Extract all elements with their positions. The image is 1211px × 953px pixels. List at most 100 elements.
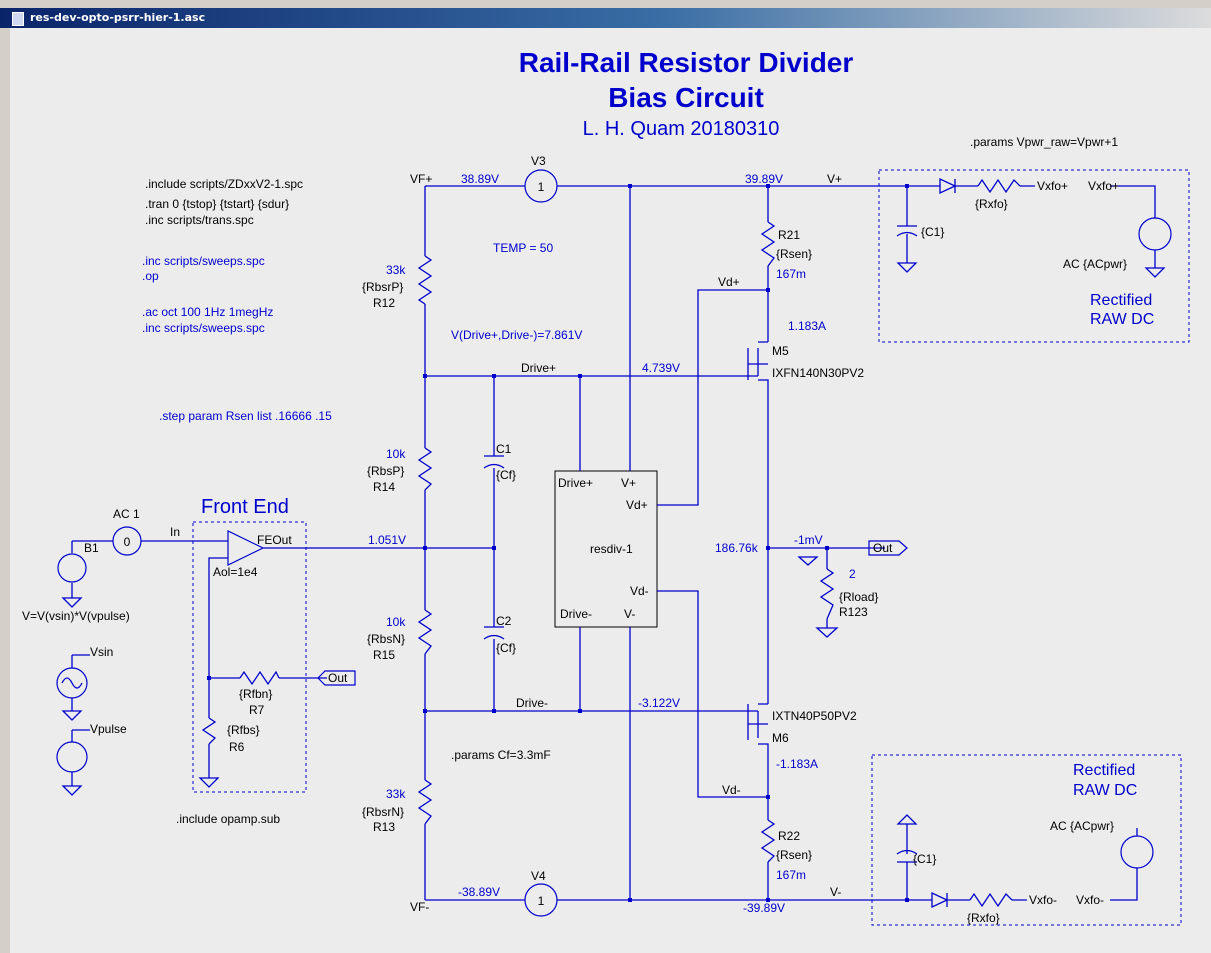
rect-top-diode[interactable] <box>939 177 957 195</box>
rect-top-cap[interactable] <box>896 186 918 263</box>
junction-dots <box>207 184 909 902</box>
r7-resistor[interactable] <box>239 670 280 686</box>
net-in: In <box>170 525 180 539</box>
net-drive-plus: Drive+ <box>521 361 556 375</box>
c1-name: C1 <box>496 442 512 456</box>
pin-vd-minus: Vd- <box>630 584 649 598</box>
r21-param: {Rsen} <box>776 247 812 261</box>
r21-value: 167m <box>776 267 806 281</box>
v4-label: V4 <box>531 869 546 883</box>
rect-bot-diode[interactable] <box>931 891 949 909</box>
r14-value: 10k <box>386 447 406 461</box>
rect-top-wires <box>907 185 1156 268</box>
r6-name: R6 <box>229 740 245 754</box>
r12-value: 33k <box>386 263 406 277</box>
voltage-fe: 1.051V <box>368 533 406 547</box>
m5-name: M5 <box>772 344 789 358</box>
rect-top-ac-source[interactable] <box>1138 217 1172 251</box>
rect-top-box <box>878 169 1190 343</box>
directive-params-pwr[interactable]: .params Vpwr_raw=Vpwr+1 <box>970 135 1118 149</box>
c1-param: {Cf} <box>496 468 516 482</box>
schematic-drawing: .w { stroke:#0000cc; stroke-width:1.3; f… <box>22 47 1190 926</box>
v3-source-symbol[interactable] <box>524 169 558 203</box>
directive-ac[interactable]: .ac oct 100 1Hz 1megHz <box>142 305 273 319</box>
net-vxfo-plus-2: Vxfo+ <box>1088 179 1119 193</box>
front-end-wires <box>141 540 327 778</box>
rect-top-cap-ground-icon <box>896 262 918 273</box>
mid-resistance: 186.76k <box>715 541 759 555</box>
c2-name: C2 <box>496 614 512 628</box>
vpulse-wires <box>71 729 90 786</box>
rect-top-rxfo: {Rxfo} <box>975 197 1008 211</box>
fb-out-port-flag[interactable] <box>317 670 356 686</box>
c2-capacitor[interactable] <box>483 626 505 640</box>
v4-source-symbol[interactable] <box>524 883 558 917</box>
rect-bot-rxfo: {Rxfo} <box>967 911 1000 925</box>
vsin-label: Vsin <box>90 645 113 659</box>
r7-param: {Rfbn} <box>239 687 272 701</box>
directive-inc-trans[interactable]: .inc scripts/trans.spc <box>145 213 254 227</box>
b1-label: B1 <box>84 541 99 555</box>
rect-top-ground-icon <box>1144 267 1166 278</box>
vd-plus-wire <box>657 289 768 506</box>
directive-inc-sweeps-2[interactable]: .inc scripts/sweeps.spc <box>142 321 265 335</box>
directive-tran[interactable]: .tran 0 {tstop} {tstart} {sdur} <box>145 197 289 211</box>
m6-current: -1.183A <box>776 757 818 771</box>
directive-temp[interactable]: TEMP = 50 <box>493 241 553 255</box>
directive-inc-sweeps-1[interactable]: .inc scripts/sweeps.spc <box>142 254 265 268</box>
directive-params-cf[interactable]: .params Cf=3.3mF <box>451 748 551 762</box>
rload-ground-icon <box>815 627 839 638</box>
rect-top-rxfo-resistor[interactable] <box>977 178 1021 194</box>
directive-op[interactable]: .op <box>142 269 159 283</box>
r12-resistor[interactable] <box>417 255 433 305</box>
vsin-ground-icon <box>61 710 83 721</box>
schematic-canvas[interactable]: .w { stroke:#0000cc; stroke-width:1.3; f… <box>10 28 1211 953</box>
m5-mosfet[interactable] <box>747 328 769 394</box>
net-vxfo-minus-2: Vxfo- <box>1076 893 1104 907</box>
voltage-drive-plus: 4.739V <box>642 361 680 375</box>
r13-resistor[interactable] <box>417 779 433 825</box>
r22-resistor[interactable] <box>760 819 776 863</box>
vpulse-ground-icon <box>61 785 83 796</box>
include-opamp[interactable]: .include opamp.sub <box>176 812 280 826</box>
r123-name: R123 <box>839 605 868 619</box>
r14-name: R14 <box>373 480 395 494</box>
drive-wires <box>425 375 758 712</box>
r123-param: {Rload} <box>839 590 878 604</box>
b1-wires <box>71 540 113 598</box>
rect-bot-rxfo-resistor[interactable] <box>969 892 1013 908</box>
out-port-flag[interactable] <box>868 540 908 556</box>
r21-resistor[interactable] <box>760 221 776 267</box>
sine-wave-icon <box>61 677 83 689</box>
resdiv-block[interactable] <box>554 470 658 628</box>
net-vd-minus: Vd- <box>722 783 741 797</box>
resdiv-name: resdiv-1 <box>590 542 633 556</box>
net-vd-plus: Vd+ <box>718 275 740 289</box>
directive-include-zdxx[interactable]: .include scripts/ZDxxV2-1.spc <box>145 177 303 191</box>
b1-source-symbol[interactable] <box>57 553 87 583</box>
r15-resistor[interactable] <box>417 609 433 655</box>
voltage-vf-minus: -38.89V <box>458 885 500 899</box>
vpulse-source-symbol[interactable] <box>56 741 88 773</box>
c1-capacitor[interactable] <box>483 455 505 469</box>
document-title-bar[interactable]: res-dev-opto-psrr-hier-1.asc <box>0 8 1211 28</box>
rect-top-c1: {C1} <box>921 225 944 239</box>
r14-resistor[interactable] <box>417 447 433 491</box>
opamp-symbol[interactable] <box>227 530 265 566</box>
rect-bot-cap[interactable] <box>896 814 918 900</box>
rect-bot-ac-source[interactable] <box>1120 835 1154 869</box>
m6-mosfet[interactable] <box>747 703 769 753</box>
resdiv-pin-wires <box>579 186 631 900</box>
pin-drive-minus: Drive- <box>560 607 592 621</box>
pin-drive-plus: Drive+ <box>558 476 593 490</box>
r123-resistor[interactable] <box>819 568 835 620</box>
rect-bot-c1: {C1} <box>913 852 936 866</box>
schematic-doc-icon <box>12 12 24 26</box>
b1-ground-icon <box>61 597 83 608</box>
rect-top-line1: Rectified <box>1090 292 1152 309</box>
net-vxfo-minus-1: Vxfo- <box>1029 893 1057 907</box>
rect-bot-box <box>871 754 1182 926</box>
r22-value: 167m <box>776 868 806 882</box>
directive-step[interactable]: .step param Rsen list .16666 .15 <box>159 409 332 423</box>
r6-resistor[interactable] <box>201 717 217 745</box>
